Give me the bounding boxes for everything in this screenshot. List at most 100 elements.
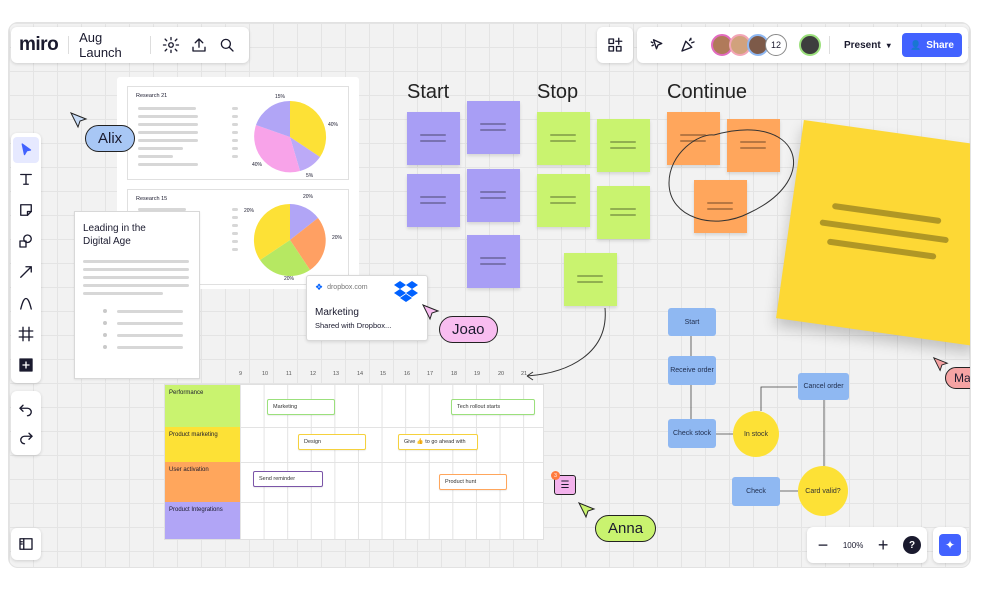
shapes-tool-icon[interactable]	[13, 226, 39, 256]
sticky-note-continue[interactable]	[694, 180, 747, 233]
tick-label: 19	[474, 371, 481, 377]
sticky-note-stop[interactable]	[537, 174, 590, 227]
sticky-note-stop[interactable]	[597, 119, 650, 172]
timeline-row-performance: Performance	[165, 385, 240, 427]
frame-tool-icon[interactable]	[13, 319, 39, 349]
cursor-label-alix: Alix	[85, 125, 136, 152]
pie-label: 20%	[303, 194, 314, 200]
timeline-task[interactable]: Give 👍 to go ahead with	[398, 434, 478, 450]
connector-tool-icon[interactable]	[13, 257, 39, 287]
connector-lines	[526, 129, 825, 492]
miro-logo[interactable]: miro	[19, 34, 59, 55]
sticky-note-tool-icon[interactable]	[13, 195, 39, 225]
pen-tool-icon[interactable]	[13, 288, 39, 318]
tick-label: 16	[404, 371, 411, 377]
cursor-follow-icon[interactable]	[643, 30, 673, 60]
flow-node-card-valid[interactable]: Card valid?	[798, 466, 848, 516]
cursor-label-joao: Joao	[439, 316, 498, 343]
board-name[interactable]: Aug Launch	[79, 30, 122, 60]
undo-icon[interactable]	[13, 395, 39, 423]
frame-bullets	[232, 107, 238, 163]
creation-toolbar	[11, 133, 41, 383]
sticky-note-stop[interactable]	[564, 253, 617, 306]
tick-label: 20	[498, 371, 505, 377]
zoom-out-button[interactable]: −	[817, 534, 829, 555]
sticky-note-start[interactable]	[467, 101, 520, 154]
select-tool-icon[interactable]	[13, 137, 39, 163]
divider	[149, 36, 151, 54]
zoom-in-button[interactable]: +	[877, 534, 889, 555]
sticky-note-stop[interactable]	[537, 112, 590, 165]
frame-title: Research 21	[136, 93, 168, 99]
continue-column-label: Continue	[667, 81, 748, 103]
pie-label: 40%	[328, 122, 339, 128]
timeline[interactable]: Performance Product marketing User activ…	[164, 384, 544, 540]
cursor-label-anna: Anna	[595, 515, 657, 542]
flow-node-start[interactable]: Start	[668, 308, 716, 336]
timeline-task[interactable]: Send reminder	[253, 471, 323, 487]
pie-label: 15%	[275, 94, 286, 100]
flow-node-check[interactable]: Check	[732, 477, 780, 506]
add-more-icon[interactable]	[13, 350, 39, 380]
zoom-controls: − 100% + ?	[807, 527, 927, 563]
large-sticky-note[interactable]	[776, 120, 970, 346]
research-frame-21[interactable]: Research 21 15% 40% 40% 5%	[127, 86, 349, 180]
flow-node-check-stock[interactable]: Check stock	[668, 419, 716, 448]
chevron-down-icon: ▾	[886, 40, 891, 50]
user-icon: 👤	[909, 39, 922, 50]
collaborator-avatars[interactable]: 12	[711, 34, 787, 56]
comment-bubble[interactable]: ☰ 3	[551, 471, 576, 495]
upload-icon[interactable]	[185, 30, 213, 60]
timeline-task[interactable]: Product hunt	[439, 474, 507, 490]
tick-label: 11	[286, 371, 292, 377]
cursor-arrow-icon	[69, 112, 88, 129]
timeline-task[interactable]: Tech rollout starts	[451, 399, 535, 415]
search-icon[interactable]	[213, 30, 241, 60]
document-card[interactable]: Leading in the Digital Age	[74, 211, 200, 379]
board-canvas[interactable]: miro Aug Launch 12 Present ▾ 👤 Share	[8, 22, 971, 568]
ai-assist-button[interactable]: ✦	[933, 527, 967, 563]
timeline-task[interactable]: Marketing	[267, 399, 335, 415]
celebrate-icon[interactable]	[673, 30, 703, 60]
cursor-arrow-icon	[577, 502, 596, 519]
pie-label: 20%	[284, 276, 295, 282]
cursor-arrow-icon	[421, 304, 440, 321]
help-icon[interactable]: ?	[903, 536, 921, 554]
frame-bullets	[232, 208, 238, 256]
dropbox-card[interactable]: ❖ dropbox.com Marketing Shared with Drop…	[306, 275, 428, 341]
sidebar-toggle[interactable]	[11, 528, 41, 560]
sticky-note-start[interactable]	[467, 235, 520, 288]
sticky-note-continue[interactable]	[727, 119, 780, 172]
redo-icon[interactable]	[13, 423, 39, 451]
sticky-note-start[interactable]	[407, 112, 460, 165]
sticky-note-stop[interactable]	[597, 186, 650, 239]
tick-label: 9	[239, 371, 243, 377]
present-button[interactable]: Present ▾	[844, 39, 891, 51]
share-button[interactable]: 👤 Share	[901, 33, 962, 57]
tick-label: 15	[380, 371, 387, 377]
sticky-note-start[interactable]	[407, 174, 460, 227]
pie-label: 40%	[252, 162, 263, 168]
flow-node-cancel-order[interactable]: Cancel order	[798, 373, 849, 400]
tick-label: 21	[521, 371, 528, 377]
zoom-level[interactable]: 100%	[842, 540, 864, 550]
text-tool-icon[interactable]	[13, 164, 39, 194]
apps-icon[interactable]	[600, 30, 630, 60]
timeline-task[interactable]: Design	[298, 434, 366, 450]
flow-node-in-stock[interactable]: In stock	[733, 411, 779, 457]
tick-label: 10	[262, 371, 269, 377]
dropbox-title: Marketing	[315, 307, 359, 318]
extra-collaborators-count[interactable]: 12	[765, 34, 787, 56]
stop-column-label: Stop	[537, 81, 579, 103]
pie-chart-research-21	[254, 100, 327, 173]
apps-panel	[597, 27, 633, 63]
pie-label: 20%	[244, 208, 255, 214]
timeline-row-product-integrations: Product Integrations	[165, 502, 240, 539]
pie-chart-research-15	[253, 203, 326, 277]
flow-node-receive-order[interactable]: Receive order	[668, 356, 716, 385]
avatar[interactable]	[799, 34, 821, 56]
sticky-note-start[interactable]	[467, 169, 520, 222]
document-title: Leading in the Digital Age	[83, 223, 146, 247]
sparkles-icon: ✦	[939, 534, 961, 556]
settings-icon[interactable]	[157, 30, 185, 60]
